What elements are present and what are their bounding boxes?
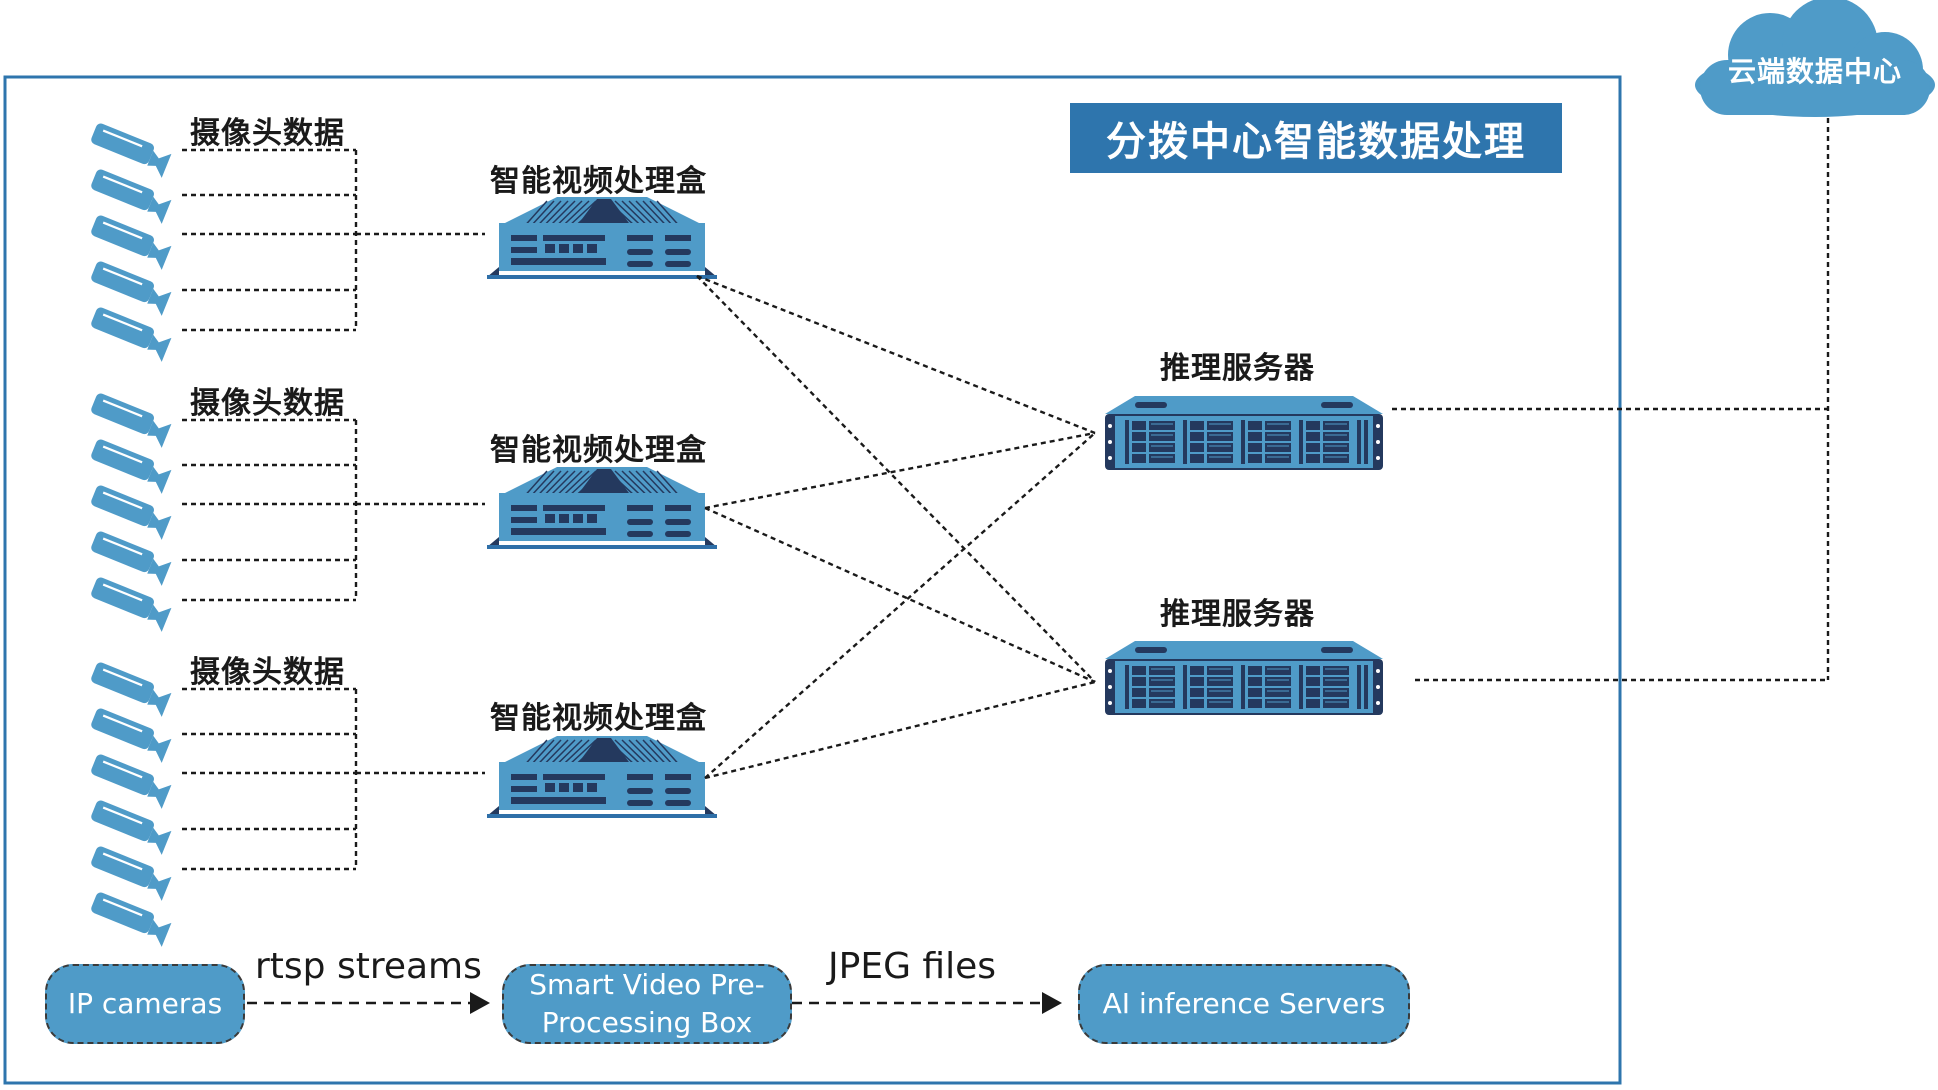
flow-node-line: Smart Video Pre- bbox=[529, 968, 765, 1001]
camera-icon bbox=[91, 169, 172, 224]
flow-node-line: Processing Box bbox=[541, 1006, 753, 1039]
flow-node-ip-cameras: IP cameras bbox=[45, 964, 245, 1044]
flow-node-preprocessing-box: Smart Video Pre- Processing Box bbox=[502, 964, 792, 1044]
camera-icon bbox=[91, 261, 172, 316]
camera-icon bbox=[91, 215, 172, 270]
video-box-icon bbox=[487, 467, 717, 549]
server-label: 推理服务器 bbox=[1160, 597, 1315, 632]
box-to-server-line bbox=[696, 274, 1096, 435]
camera-icon bbox=[91, 307, 172, 362]
camera-icon bbox=[91, 123, 172, 178]
arrow-head-icon bbox=[1042, 992, 1062, 1014]
page-title: 分拨中心智能数据处理 bbox=[1070, 103, 1562, 173]
camera-icon bbox=[91, 577, 172, 632]
camera-group-label: 摄像头数据 bbox=[190, 116, 345, 151]
box-to-server-line bbox=[704, 432, 1096, 779]
box-to-server-line bbox=[704, 431, 1096, 510]
flow-edge-label: JPEG files bbox=[828, 946, 996, 987]
processing-box-label: 智能视频处理盒 bbox=[490, 433, 707, 468]
video-box-icon bbox=[487, 197, 717, 279]
camera-icon bbox=[91, 892, 172, 947]
camera-group-label: 摄像头数据 bbox=[190, 655, 345, 690]
box-to-server-line bbox=[704, 680, 1096, 780]
cloud-icon bbox=[1695, 0, 1935, 117]
distribution-center-frame bbox=[3, 75, 1622, 1085]
server-label: 推理服务器 bbox=[1160, 351, 1315, 386]
camera-icon bbox=[91, 485, 172, 540]
camera-icon bbox=[91, 754, 172, 809]
camera-icon bbox=[91, 800, 172, 855]
flow-edge-label: rtsp streams bbox=[255, 946, 482, 987]
flow-node-ai-servers: AI inference Servers bbox=[1078, 964, 1410, 1044]
camera-icon bbox=[91, 846, 172, 901]
box-to-server-line bbox=[696, 275, 1096, 683]
video-box-icon bbox=[487, 736, 717, 818]
camera-icon bbox=[91, 662, 172, 717]
camera-icon bbox=[91, 708, 172, 763]
cloud-label: 云端数据中心 bbox=[1727, 55, 1902, 88]
arrow-head-icon bbox=[470, 992, 490, 1014]
rack-server-icon bbox=[1105, 641, 1383, 715]
camera-icon bbox=[91, 393, 172, 448]
box-to-server-line bbox=[704, 506, 1096, 684]
camera-icon bbox=[91, 439, 172, 494]
camera-icon bbox=[91, 531, 172, 586]
camera-group-label: 摄像头数据 bbox=[190, 386, 345, 421]
processing-box-label: 智能视频处理盒 bbox=[490, 164, 707, 199]
rack-server-icon bbox=[1105, 396, 1383, 470]
processing-box-label: 智能视频处理盒 bbox=[490, 701, 707, 736]
